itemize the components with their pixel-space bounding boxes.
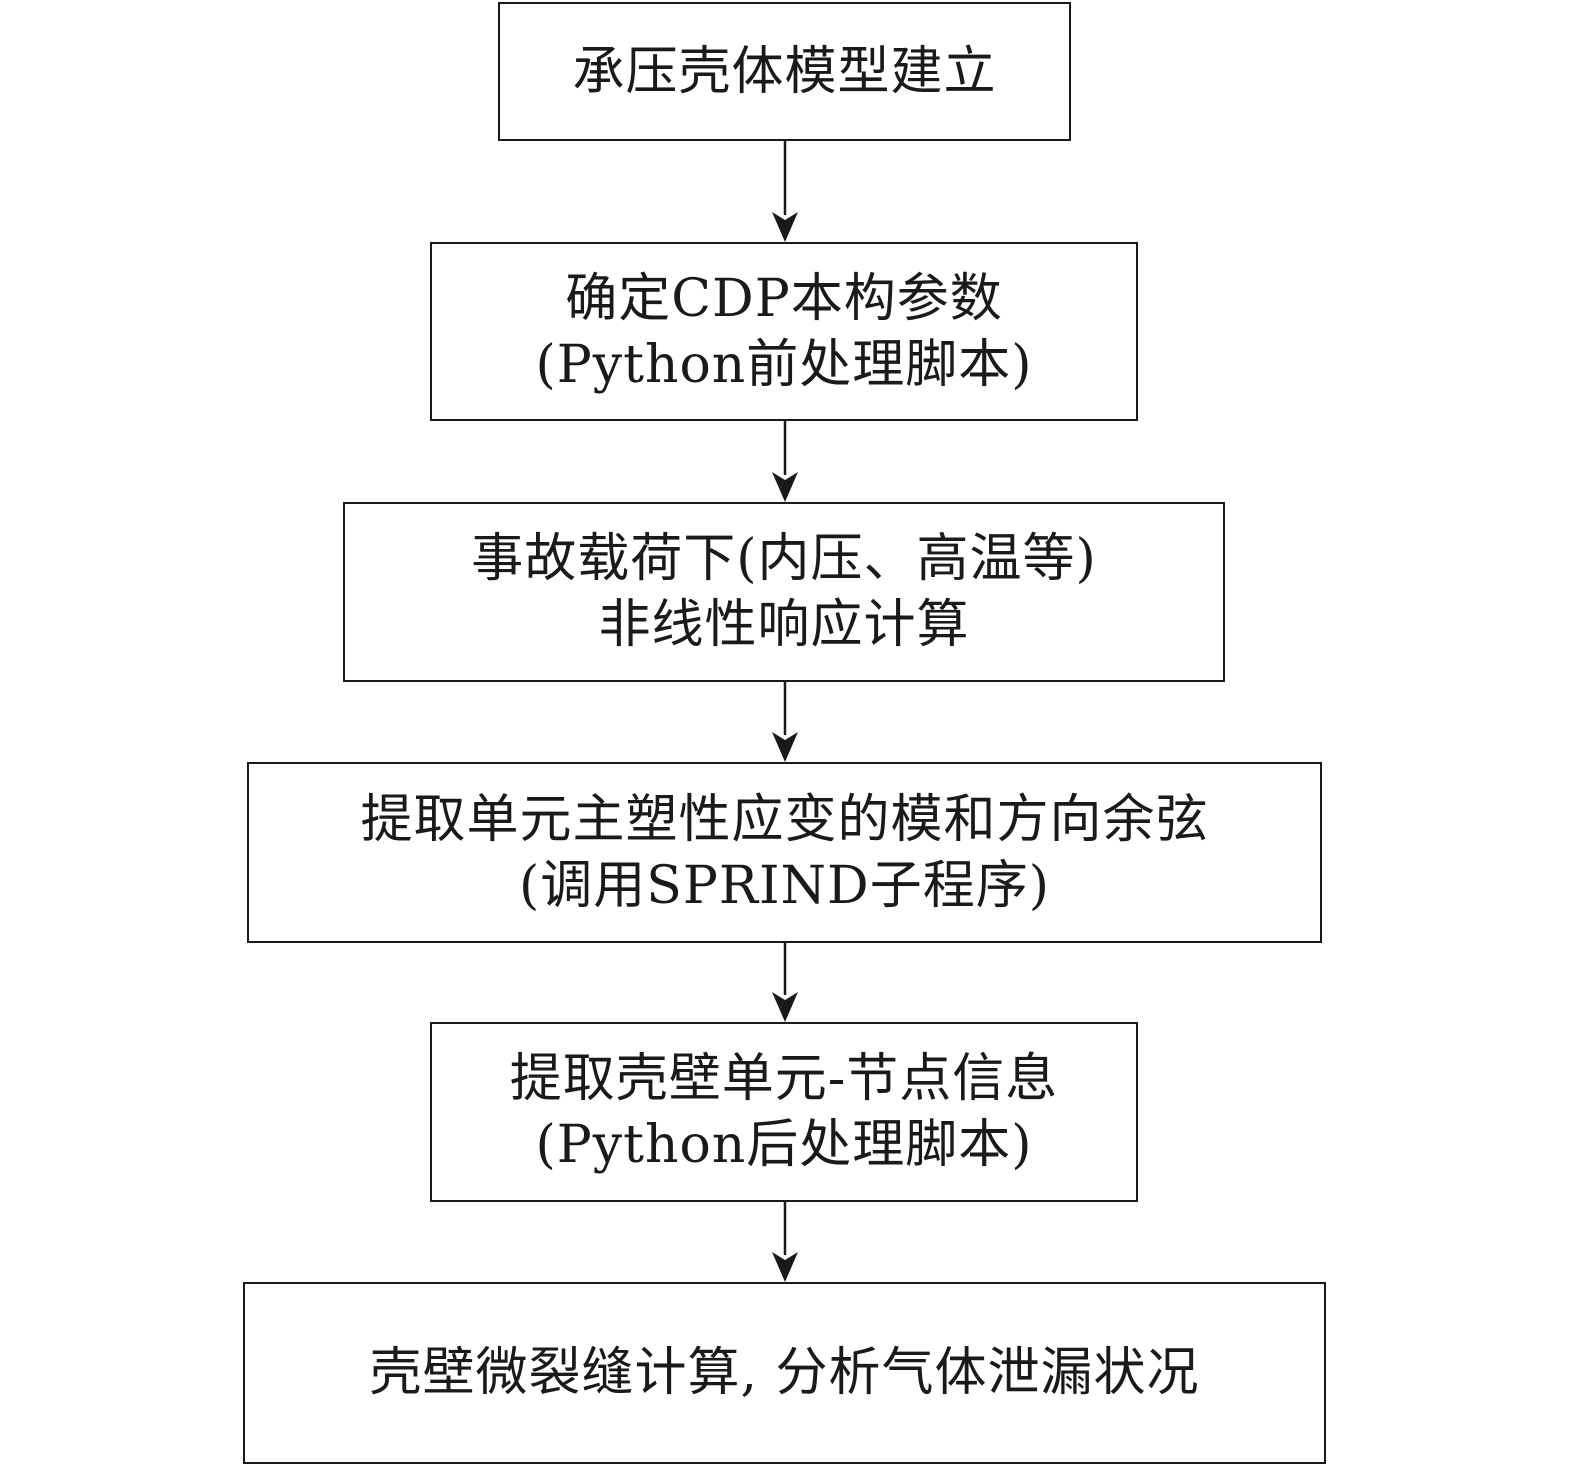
step-box-model-build: 承压壳体模型建立 [498,2,1071,141]
step-4-line-2: (调用SPRIND子程序) [518,855,1051,916]
arrowhead-5-to-6 [772,1252,798,1282]
step-5-line-2: (Python后处理脚本) [535,1115,1033,1175]
step-4-line-1: 提取单元主塑性应变的模和方向余弦 [360,789,1209,850]
arrowhead-3-to-4 [772,732,798,762]
arrowhead-4-to-5 [772,992,798,1022]
step-5-line-1: 提取壳壁单元-节点信息 [509,1049,1059,1109]
step-2-line-1: 确定CDP本构参数 [565,268,1003,329]
step-box-element-node-info: 提取壳壁单元-节点信息 (Python后处理脚本) [430,1022,1138,1202]
step-box-principal-plastic-strain: 提取单元主塑性应变的模和方向余弦 (调用SPRIND子程序) [247,762,1322,943]
step-box-crack-leakage: 壳壁微裂缝计算, 分析气体泄漏状况 [243,1282,1326,1464]
step-3-line-1: 事故载荷下(内压、高温等) [471,529,1097,589]
step-3-line-2: 非线性响应计算 [598,595,970,655]
step-6-line-1: 壳壁微裂缝计算, 分析气体泄漏状况 [369,1343,1200,1403]
step-1-line-1: 承压壳体模型建立 [572,41,997,102]
step-2-line-2: (Python前处理脚本) [535,334,1033,395]
arrowhead-1-to-2 [772,212,798,242]
arrowhead-2-to-3 [772,472,798,502]
step-box-cdp-params: 确定CDP本构参数 (Python前处理脚本) [430,242,1138,421]
step-box-nonlinear-response: 事故载荷下(内压、高温等) 非线性响应计算 [343,502,1225,682]
